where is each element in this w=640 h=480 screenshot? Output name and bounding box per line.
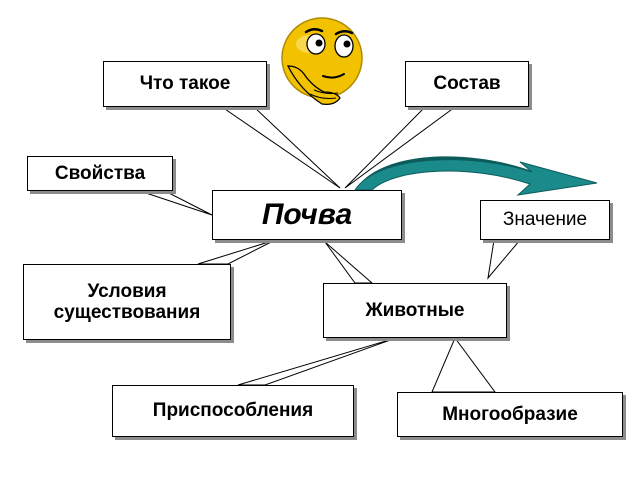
node-composition: Состав <box>405 61 529 107</box>
node-conditions-line1: Условия <box>87 280 167 302</box>
node-adaptations-label: Приспособления <box>152 400 314 422</box>
node-what-is-label: Что такое <box>139 73 231 95</box>
node-diversity: Многообразие <box>397 392 623 437</box>
node-properties-label: Свойства <box>54 162 146 184</box>
thinking-smiley-icon <box>281 17 363 106</box>
node-animals-label: Животные <box>365 299 465 321</box>
curved-arrow-icon <box>354 156 598 196</box>
node-animals: Животные <box>323 283 507 338</box>
node-adaptations: Приспособления <box>112 385 354 437</box>
node-properties: Свойства <box>27 156 173 191</box>
node-conditions-line2: существования <box>53 302 201 323</box>
node-conditions: Условия существования <box>23 264 231 340</box>
tail-properties <box>139 190 213 216</box>
tail-adaptations <box>237 337 397 386</box>
tail-animals <box>324 241 374 284</box>
tail-what-is <box>220 106 341 189</box>
node-significance: Значение <box>480 200 610 240</box>
node-what-is: Что такое <box>103 61 267 107</box>
node-center-soil: Почва <box>212 190 402 240</box>
tail-conditions <box>197 239 276 265</box>
node-significance-label: Значение <box>502 209 588 231</box>
node-composition-label: Состав <box>433 73 501 95</box>
tail-significance <box>487 239 522 280</box>
tail-composition <box>344 106 457 189</box>
node-center-label: Почва <box>261 198 353 232</box>
node-diversity-label: Многообразие <box>442 403 578 425</box>
tail-diversity <box>431 337 496 393</box>
